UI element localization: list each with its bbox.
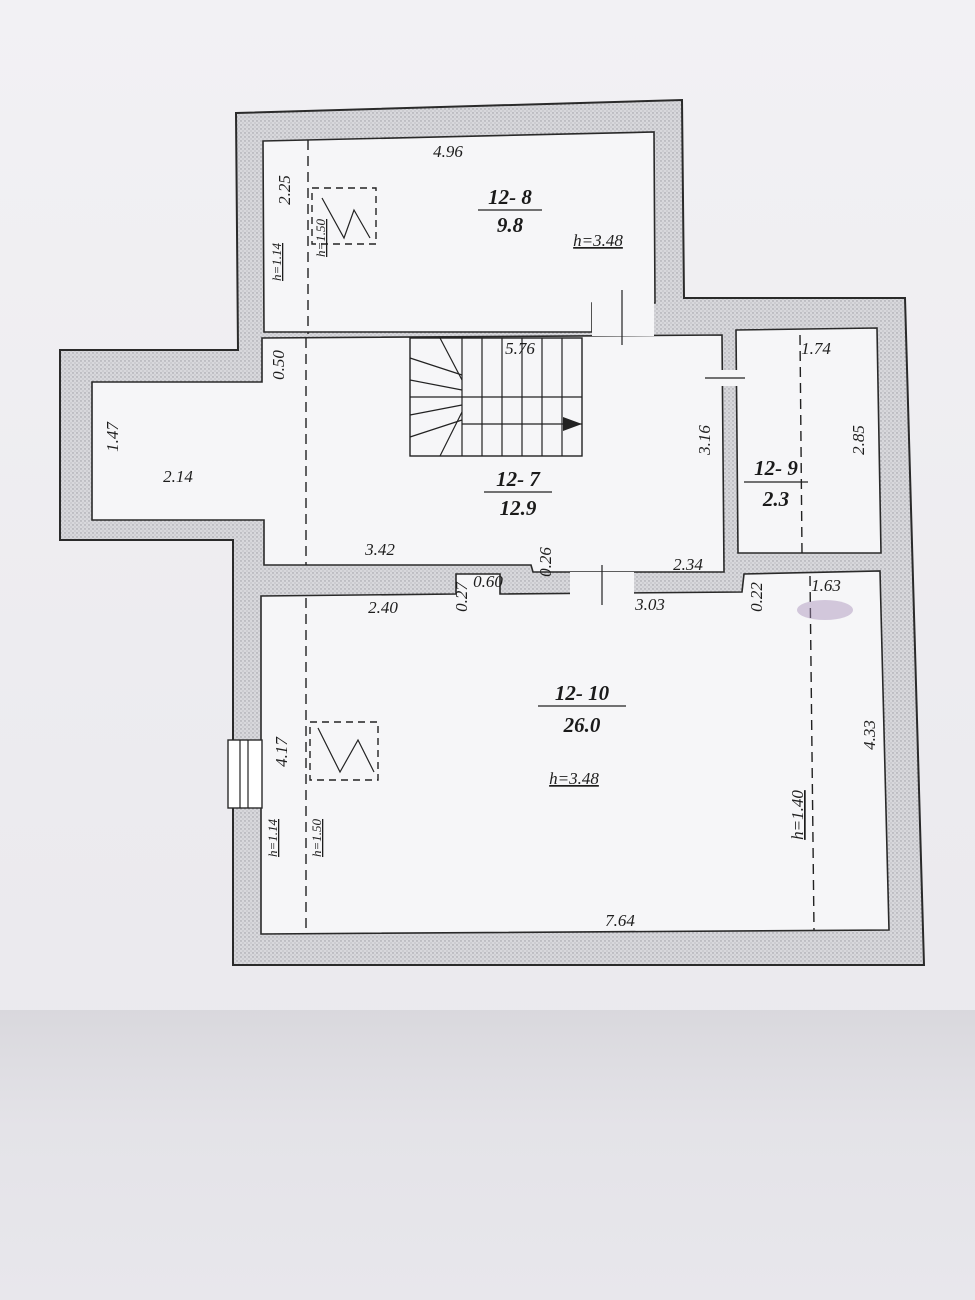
dim-3-42: 3.42 [364, 540, 395, 559]
dim-h-1-50-bottom: h=1.50 [309, 818, 324, 857]
dim-4-17: 4.17 [272, 736, 291, 767]
dim-1-47: 1.47 [103, 421, 122, 452]
dim-h-1-14-bottom: h=1.14 [265, 818, 280, 857]
dim-1-63: 1.63 [811, 576, 841, 595]
dim-0-27: 0.27 [452, 581, 471, 612]
dim-0-26: 0.26 [536, 547, 555, 577]
room-12-10-area: 26.0 [563, 713, 601, 737]
room-12-8-id: 12- 8 [488, 185, 532, 209]
roof-window-symbol-top [311, 187, 377, 245]
dim-7-64: 7.64 [605, 911, 635, 930]
room-12-9-area: 2.3 [762, 487, 789, 511]
ink-stain [797, 600, 853, 620]
room-12-8-height: h=3.48 [573, 231, 623, 250]
dim-h-1-14-top: h=1.14 [269, 242, 284, 281]
room-12-7-id: 12- 7 [496, 467, 541, 491]
dim-1-74: 1.74 [801, 339, 831, 358]
room-12-8-area: 9.8 [497, 213, 524, 237]
dim-4-33: 4.33 [860, 720, 879, 750]
room-12-9-id: 12- 9 [754, 456, 798, 480]
dim-0-60: 0.60 [473, 572, 503, 591]
window [227, 739, 263, 809]
dim-2-14: 2.14 [163, 467, 193, 486]
room-12-10-height: h=3.48 [549, 769, 599, 788]
dim-0-50: 0.50 [269, 350, 288, 380]
dim-3-03: 3.03 [634, 595, 665, 614]
dim-4-96: 4.96 [433, 142, 463, 161]
dim-h-1-40: h=1.40 [788, 790, 807, 840]
dim-h-1-50-top: h=1.50 [313, 218, 328, 257]
dim-0-22: 0.22 [747, 582, 766, 612]
room-12-7-floor [91, 334, 725, 573]
door-12-8 [592, 300, 654, 336]
dim-5-76: 5.76 [505, 339, 535, 358]
roof-window-symbol-bottom [309, 721, 379, 781]
room-12-10-id: 12- 10 [555, 681, 610, 705]
dim-2-25: 2.25 [275, 175, 294, 205]
dim-3-16: 3.16 [695, 425, 714, 456]
dim-2-85: 2.85 [849, 425, 868, 455]
room-12-7-area: 12.9 [500, 496, 537, 520]
room-12-9-floor [735, 327, 882, 554]
stair-arrow-icon [563, 417, 582, 431]
lower-paper-shadow [0, 1010, 975, 1300]
room-12-10-floor [260, 570, 890, 935]
dim-2-34: 2.34 [673, 555, 703, 574]
staircase [409, 337, 583, 457]
dim-2-40: 2.40 [368, 598, 398, 617]
